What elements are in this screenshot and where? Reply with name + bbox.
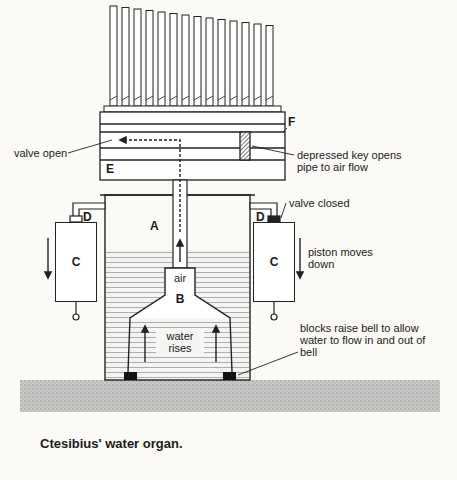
windchest-part — [100, 123, 285, 124]
pipe-mouth — [230, 96, 237, 100]
callout-text: depressed key opens pipe to air flow — [297, 149, 415, 173]
organ-pipe — [230, 21, 237, 106]
pipe-mouth — [218, 96, 225, 100]
callout-text: valve closed — [289, 197, 369, 209]
flow-arrows — [48, 140, 300, 362]
piston-rods-part — [73, 314, 79, 320]
piston-rods-part — [75, 302, 76, 314]
feed-pipes — [70, 203, 280, 222]
organ-pipe — [218, 20, 225, 107]
part-letter: A — [150, 220, 164, 233]
organ-pipe — [146, 11, 153, 107]
piston-rods-part — [271, 314, 277, 320]
organ-pipe — [134, 9, 141, 106]
blocks-part — [223, 372, 236, 380]
callout-text: piston moves down — [308, 246, 378, 270]
organ-pipe — [254, 24, 261, 106]
organ-pipe — [266, 26, 273, 107]
leader-lines-part — [238, 352, 298, 375]
cylinder: C — [55, 222, 97, 302]
organ-pipe — [158, 12, 165, 106]
region-text: air — [170, 272, 190, 284]
windchest-part — [100, 159, 285, 160]
callout-text: blocks raise bell to allow water to flow… — [300, 322, 430, 358]
leader-lines-part — [252, 146, 294, 155]
pipe-mouth — [170, 96, 177, 100]
flow-arrows-part — [215, 326, 216, 362]
flow-arrows-part — [120, 140, 180, 232]
organ-pipe — [194, 17, 201, 107]
windchest-part — [100, 131, 285, 132]
blocks — [124, 372, 236, 380]
pipe-mouth — [146, 96, 153, 100]
bell-part — [130, 268, 230, 318]
pipe-mouth — [158, 96, 165, 100]
windchest-part — [100, 112, 285, 180]
callout-text: valve open — [14, 147, 70, 159]
ground — [20, 380, 440, 412]
part-letter: B — [173, 293, 187, 306]
pipe-mouth — [266, 96, 273, 100]
organ-pipe — [206, 18, 213, 106]
flow-arrows-part — [144, 326, 145, 362]
flow-arrows-part — [47, 238, 48, 278]
pipe-mouth — [194, 96, 201, 100]
pipe-mouth — [254, 96, 261, 100]
pipe-mouth — [110, 96, 117, 100]
cylinder: C — [253, 222, 295, 302]
leader-lines — [68, 128, 298, 375]
leader-lines-part — [283, 128, 287, 132]
key — [240, 132, 250, 160]
pipe-mouth — [206, 96, 213, 100]
organ-pipe — [122, 8, 129, 107]
part-letter: E — [106, 163, 118, 176]
organ-pipes — [104, 6, 281, 112]
bell — [128, 268, 232, 372]
flow-arrows-part — [299, 238, 300, 278]
blocks-part — [124, 372, 137, 380]
organ-pipe — [170, 14, 177, 107]
region-text: water rises — [156, 330, 204, 354]
pipe-mouth — [242, 96, 249, 100]
figure-caption: Ctesibius' water organ. — [40, 436, 183, 451]
water-tank-part — [106, 250, 249, 380]
part-letter: F — [288, 116, 300, 129]
organ-pipe — [182, 15, 189, 106]
windchest — [100, 112, 285, 180]
organ-pipe — [110, 6, 117, 106]
leader-lines-part — [281, 203, 286, 218]
part-letter: C — [270, 255, 279, 269]
organ-pipe — [242, 23, 249, 107]
piston-rods — [73, 302, 277, 320]
pipe-mouth — [122, 96, 129, 100]
piston-rods-part — [273, 302, 274, 314]
flow-arrows-part — [179, 240, 180, 262]
pipe-rack — [104, 106, 281, 112]
part-letter: C — [72, 255, 81, 269]
bell-part — [128, 268, 232, 372]
leader-lines-part — [68, 140, 112, 153]
pipe-mouth — [182, 96, 189, 100]
pipe-mouth — [134, 96, 141, 100]
